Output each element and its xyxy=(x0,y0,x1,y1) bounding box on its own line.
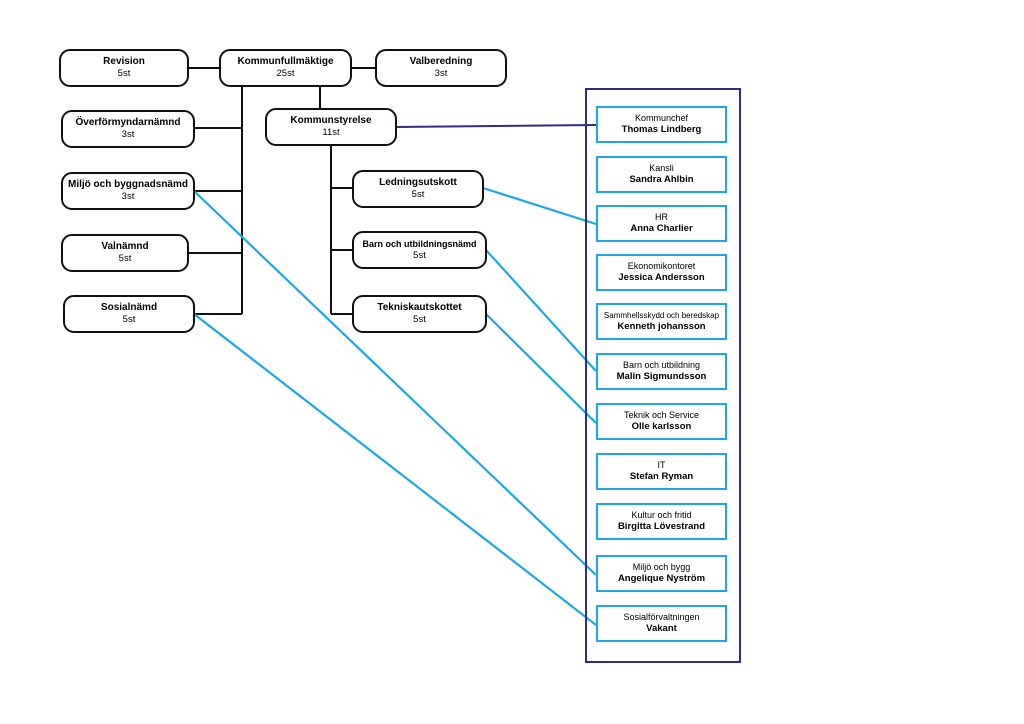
node-seats: 3st xyxy=(434,68,448,80)
node-name: Kommunstyrelse xyxy=(290,115,372,127)
admin-head: Stefan Ryman xyxy=(629,471,694,483)
node-seats: 3st xyxy=(121,191,135,203)
node-seats: 11st xyxy=(322,127,340,139)
node-barn-utbildningsnamd: Barn och utbildningsnämd 5st xyxy=(352,231,487,269)
node-seats: 5st xyxy=(413,249,426,261)
node-seats: 25st xyxy=(276,68,295,80)
admin-box: Kultur och fritid Birgitta Lövestrand xyxy=(596,503,727,540)
admin-box: Kansli Sandra Ahlbin xyxy=(596,156,727,193)
admin-box: Kommunchef Thomas Lindberg xyxy=(596,106,727,143)
admin-unit: Sosialförvaltningen xyxy=(623,611,700,622)
line-ks-kommunchef xyxy=(395,124,597,128)
admin-box: Ekonomikontoret Jessica Andersson xyxy=(596,254,727,291)
node-revision: Revision 5st xyxy=(59,49,189,87)
node-name: Revision xyxy=(103,56,145,68)
node-seats: 5st xyxy=(413,314,426,326)
node-name: Kommunfullmäktige xyxy=(237,56,334,68)
node-sosialnamnd: Sosialnämd 5st xyxy=(63,295,195,333)
node-overformyndarnamnd: Överförmyndarnämnd 3st xyxy=(61,110,195,148)
admin-unit: HR xyxy=(655,211,668,222)
node-name: Valberedning xyxy=(409,56,473,68)
node-name: Ledningsutskott xyxy=(379,177,457,189)
node-ledningsutskott: Ledningsutskott 5st xyxy=(352,170,484,208)
admin-head: Birgitta Lövestrand xyxy=(617,521,706,533)
admin-unit: Kommunchef xyxy=(634,112,689,123)
link-miljo-bygg xyxy=(193,190,597,576)
admin-box: Sosialförvaltningen Vakant xyxy=(596,605,727,642)
admin-box: Sammhellsskydd och beredskap Kenneth joh… xyxy=(596,303,727,340)
admin-head: Jessica Andersson xyxy=(618,272,705,284)
admin-head: Thomas Lindberg xyxy=(621,124,702,136)
admin-unit: Teknik och Service xyxy=(623,409,700,420)
node-seats: 5st xyxy=(118,253,132,265)
node-seats: 5st xyxy=(122,314,136,326)
node-seats: 5st xyxy=(411,189,425,201)
admin-unit: IT xyxy=(657,459,666,470)
admin-unit: Miljö och bygg xyxy=(632,561,691,572)
node-name: Överförmyndarnämnd xyxy=(75,117,181,129)
admin-box: Barn och utbildning Malin Sigmundsson xyxy=(596,353,727,390)
admin-head: Angelique Nyström xyxy=(617,573,706,585)
admin-head: Anna Charlier xyxy=(630,223,693,235)
node-kommunstyrelse: Kommunstyrelse 11st xyxy=(265,108,397,146)
node-name: Miljö och byggnadsnämd xyxy=(67,179,188,191)
admin-unit: Ekonomikontoret xyxy=(627,260,696,271)
node-valnamnd: Valnämnd 5st xyxy=(61,234,189,272)
admin-head: Vakant xyxy=(646,623,677,635)
node-kommunfullmaktige: Kommunfullmäktige 25st xyxy=(219,49,352,87)
admin-box: Miljö och bygg Angelique Nyström xyxy=(596,555,727,592)
admin-head: Sandra Ahlbin xyxy=(629,174,694,186)
link-sosialforvaltningen xyxy=(193,313,597,626)
node-name: Sosialnämd xyxy=(100,302,158,314)
node-tekniskautskottet: Tekniskautskottet 5st xyxy=(352,295,487,333)
admin-unit: Sammhellsskydd och beredskap xyxy=(603,310,720,320)
administration-panel xyxy=(585,88,741,663)
admin-head: Kenneth johansson xyxy=(617,320,706,332)
node-miljo-byggnadsnamd: Miljö och byggnadsnämd 3st xyxy=(61,172,195,210)
admin-unit: Kultur och fritid xyxy=(631,509,692,520)
node-seats: 3st xyxy=(121,129,135,141)
admin-box: HR Anna Charlier xyxy=(596,205,727,242)
node-name: Barn och utbildningsnämd xyxy=(362,238,477,249)
link-teknik-service xyxy=(485,313,597,424)
admin-head: Olle karlsson xyxy=(631,421,692,433)
link-ledningsutskott-hr xyxy=(482,186,597,226)
node-valberedning: Valberedning 3st xyxy=(375,49,507,87)
admin-box: IT Stefan Ryman xyxy=(596,453,727,490)
admin-box: Teknik och Service Olle karlsson xyxy=(596,403,727,440)
link-barn-utbildning xyxy=(485,249,597,372)
node-name: Valnämnd xyxy=(101,241,149,253)
admin-head: Malin Sigmundsson xyxy=(616,371,707,383)
node-name: Tekniskautskottet xyxy=(377,302,462,314)
admin-unit: Barn och utbildning xyxy=(622,359,701,370)
admin-unit: Kansli xyxy=(649,162,674,173)
node-seats: 5st xyxy=(117,68,131,80)
